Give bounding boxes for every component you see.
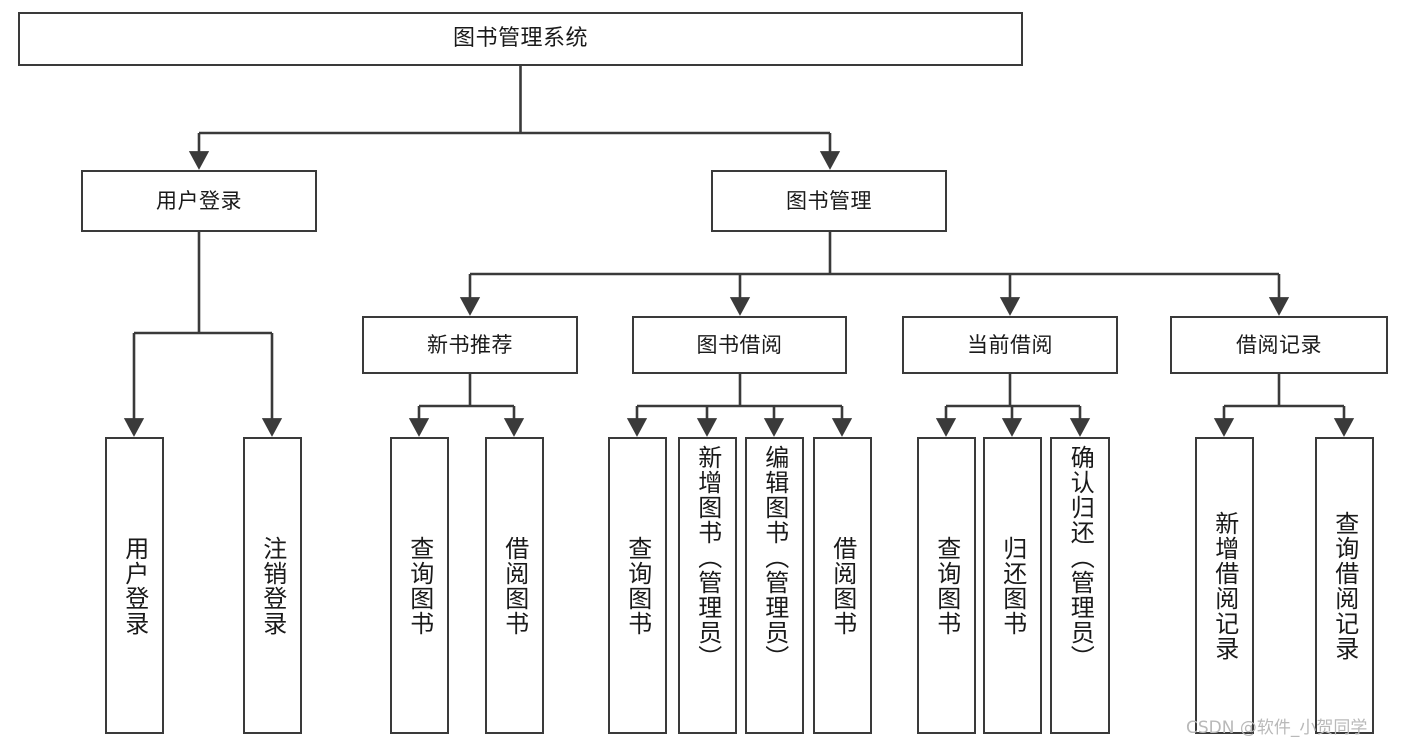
node-leaf-add-borrow-record[interactable]: 新增借阅记录	[1195, 437, 1254, 734]
node-label: 注销登录	[258, 535, 287, 636]
node-label: 归还图书	[998, 535, 1027, 636]
node-leaf-return-book[interactable]: 归还图书	[983, 437, 1042, 734]
node-label: 用户登录	[120, 535, 149, 636]
node-leaf-query-book-borrow[interactable]: 查询图书	[608, 437, 667, 734]
node-label: 图书借阅	[696, 332, 783, 357]
node-user-login[interactable]: 用户登录	[81, 170, 317, 232]
node-leaf-query-book-rec[interactable]: 查询图书	[390, 437, 449, 734]
node-leaf-user-logout[interactable]: 注销登录	[243, 437, 302, 734]
root-connectors	[188, 66, 841, 170]
node-label: 新增借阅记录	[1210, 510, 1239, 661]
node-label: 查询图书	[405, 535, 434, 636]
node-leaf-add-book-admin[interactable]: 新增图书（管理员）	[678, 437, 737, 734]
node-leaf-query-book-current[interactable]: 查询图书	[917, 437, 976, 734]
user-login-connectors	[123, 232, 283, 437]
node-label: 确认归还（管理员）	[1066, 445, 1095, 670]
node-label: 查询图书	[623, 535, 652, 636]
node-new-book-recommendation[interactable]: 新书推荐	[362, 316, 578, 374]
node-label: 图书管理	[786, 188, 872, 213]
node-label: 查询借阅记录	[1330, 510, 1359, 661]
node-leaf-edit-book-admin[interactable]: 编辑图书（管理员）	[745, 437, 804, 734]
csdn-watermark: CSDN @软件_小贺同学	[1186, 718, 1368, 738]
node-label: 当前借阅	[967, 332, 1053, 357]
node-leaf-user-login[interactable]: 用户登录	[105, 437, 164, 734]
node-label: 用户登录	[156, 188, 242, 213]
node-leaf-borrow-book[interactable]: 借阅图书	[813, 437, 872, 734]
node-label: 借阅图书	[828, 535, 857, 636]
new-book-rec-connectors	[408, 374, 525, 437]
node-book-management-system[interactable]: 图书管理系统	[18, 12, 1023, 66]
node-label: 新增图书（管理员）	[693, 445, 722, 670]
node-current-borrowing[interactable]: 当前借阅	[902, 316, 1118, 374]
node-label: 新书推荐	[427, 332, 513, 357]
node-label: 查询图书	[932, 535, 961, 636]
node-leaf-query-borrow-record[interactable]: 查询借阅记录	[1315, 437, 1374, 734]
node-label: 图书管理系统	[452, 26, 588, 52]
node-label: 借阅图书	[500, 535, 529, 636]
node-label: 编辑图书（管理员）	[760, 445, 789, 670]
node-leaf-confirm-return-admin[interactable]: 确认归还（管理员）	[1050, 437, 1110, 734]
current-borrow-connectors	[935, 374, 1091, 437]
book-borrow-connectors	[626, 374, 853, 437]
node-book-borrowing[interactable]: 图书借阅	[632, 316, 847, 374]
node-label: 借阅记录	[1236, 332, 1322, 357]
node-leaf-borrow-book-rec[interactable]: 借阅图书	[485, 437, 544, 734]
node-book-management[interactable]: 图书管理	[711, 170, 947, 232]
borrow-record-connectors	[1213, 374, 1355, 437]
book-manage-connectors	[459, 232, 1290, 316]
node-borrowing-record[interactable]: 借阅记录	[1170, 316, 1388, 374]
